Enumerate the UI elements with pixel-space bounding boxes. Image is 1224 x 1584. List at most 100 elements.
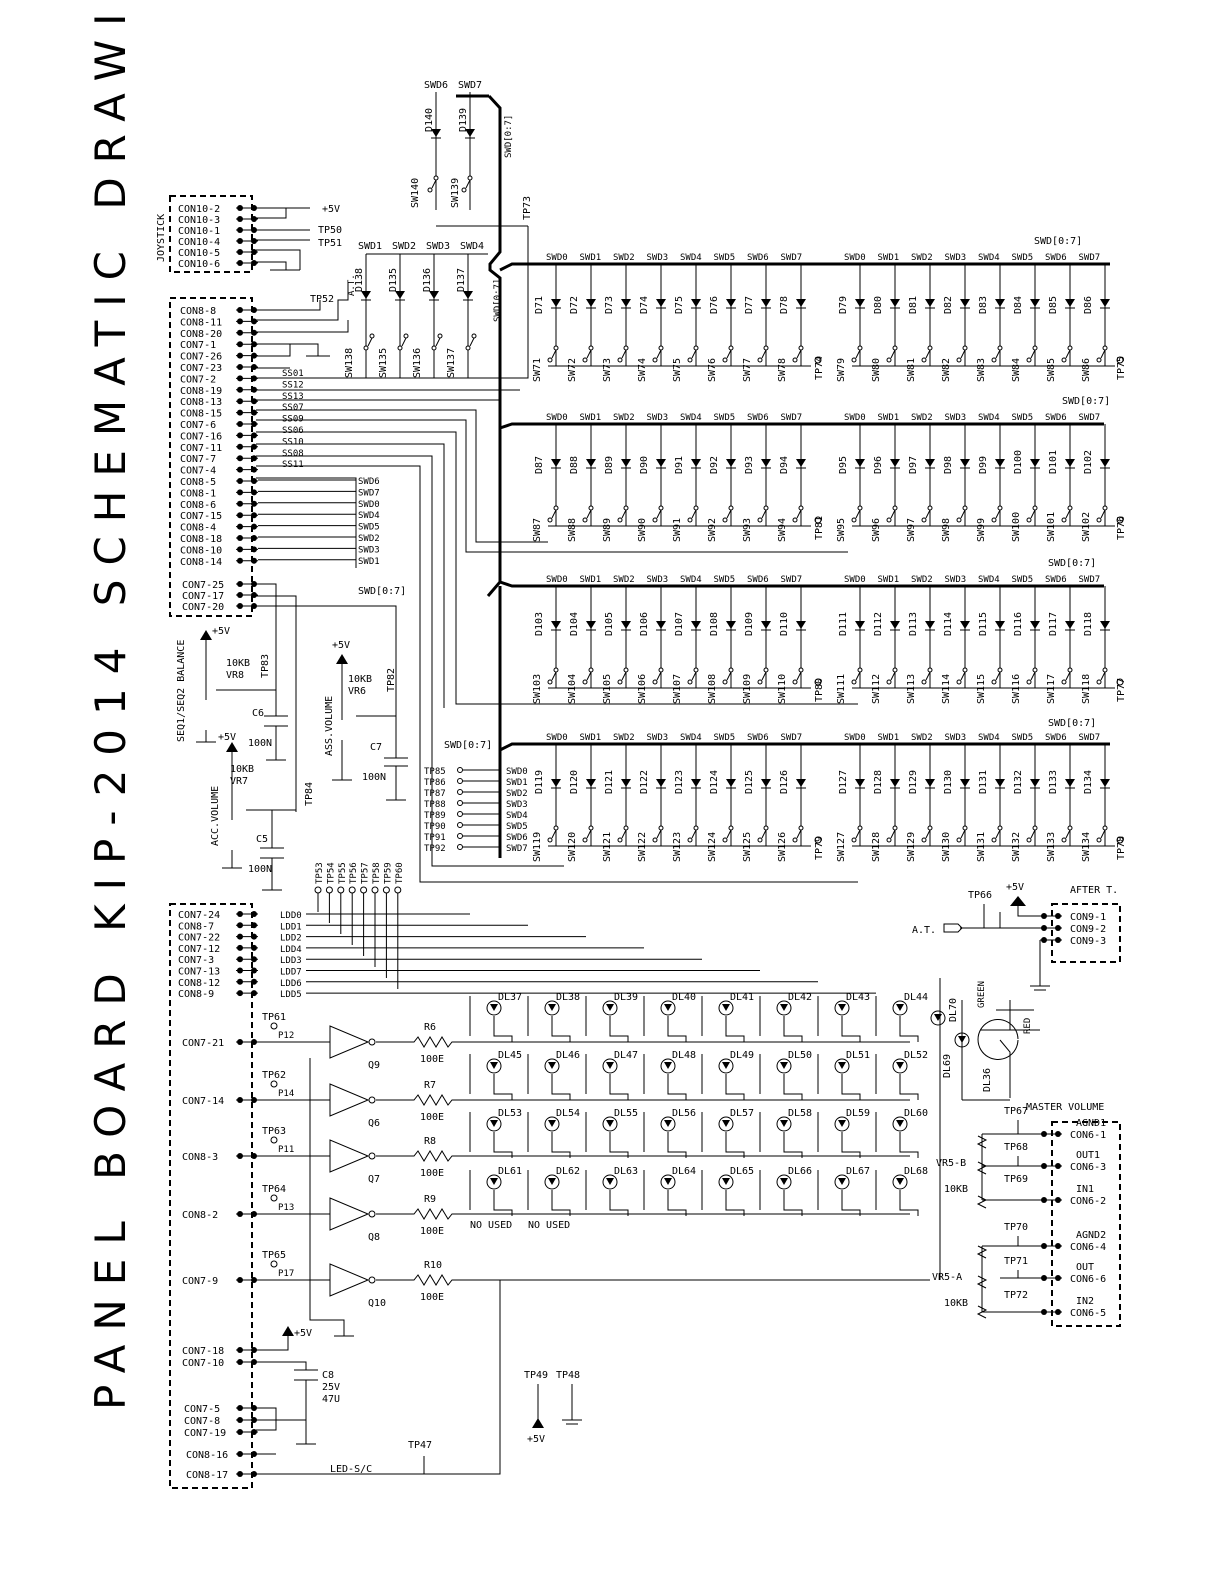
- matrix-switch-label: SW116: [1011, 674, 1022, 704]
- c7-val: 100N: [362, 772, 386, 783]
- led-wiring: [585, 1054, 629, 1100]
- row-swd-header: SWD6: [1045, 733, 1067, 743]
- matrix-diode-label: D71: [534, 296, 545, 314]
- matrix-diode-body: [551, 299, 561, 307]
- swd-tp-net-label: SWD5: [506, 822, 528, 832]
- led-body: [892, 1174, 908, 1190]
- led-label: DL45: [498, 1050, 522, 1061]
- matrix-switch-contact-b: [763, 825, 769, 831]
- led-pin-label: CON8-7: [178, 921, 214, 932]
- led-label: DL42: [788, 992, 812, 1003]
- matrix-switch-contact-a: [956, 517, 962, 523]
- left-switch-contact-b: [403, 333, 409, 339]
- main-pin-label: CON7-26: [180, 352, 222, 363]
- matrix-switch-lever: [925, 829, 931, 839]
- matrix-switch-label: SW96: [871, 518, 882, 542]
- after-touch-label: AFTER T.: [1070, 885, 1118, 896]
- matrix-switch-contact-a: [851, 679, 857, 685]
- matrix-switch-contact-b: [728, 825, 734, 831]
- after-touch-connector-box: [1051, 903, 1121, 963]
- ldd-net-label: LDD3: [280, 956, 302, 966]
- driver-q-label: Q6: [368, 1118, 380, 1129]
- swd-test-point-label: TP92: [424, 844, 446, 854]
- driver-r-value: 100E: [420, 1292, 444, 1303]
- main-connector-pins: CON8-8CON8-11CON8-20CON7-1CON7-26CON7-23…: [180, 306, 380, 568]
- matrix-switch-lever: [1030, 829, 1036, 839]
- matrix-switch-contact-b: [962, 505, 968, 511]
- pot-pin-label: CON7-25: [182, 580, 224, 591]
- row-swd-header: SWD5: [1012, 413, 1034, 423]
- plus5v-joystick: +5V: [322, 204, 340, 215]
- led-triangle: [896, 1062, 904, 1069]
- matrix-tp-a-label: TP79: [814, 836, 825, 860]
- driver-p-label: P13: [278, 1203, 294, 1213]
- matrix-switch-contact-b: [892, 825, 898, 831]
- matrix-switch-contact-a: [886, 679, 892, 685]
- matrix-switch-label: SW129: [906, 832, 917, 862]
- matrix-switch-contact-b: [997, 825, 1003, 831]
- matrix-switch-lever: [1100, 509, 1106, 519]
- matrix-switch-label: SW126: [777, 832, 788, 862]
- main-pin-dot: [237, 466, 243, 473]
- matrix-diode-body: [855, 621, 865, 629]
- matrix-switch-label: SW132: [1011, 832, 1022, 862]
- row-swd-header: SWD0: [844, 575, 866, 585]
- matrix-switch-contact-a: [851, 837, 857, 843]
- driver-inverter-bubble: [368, 1210, 376, 1218]
- right-connectors: +5VCON9-1CON9-2CON9-3CON6-1AGND1CON6-3OU…: [200, 626, 1106, 1428]
- row-swd-header: SWD0: [546, 575, 568, 585]
- main-pin-dot2: [251, 341, 257, 348]
- top-switch-label: SW139: [450, 178, 461, 208]
- matrix-switch-label: SW94: [777, 518, 788, 542]
- matrix-switch-lever: [551, 829, 557, 839]
- matrix-diode-body: [855, 299, 865, 307]
- matrix-switch-lever: [1100, 349, 1106, 359]
- matrix-diode-body: [925, 459, 935, 467]
- matrix-switch-contact-a: [792, 517, 798, 523]
- main-pin-label: CON8-4: [180, 523, 216, 534]
- swd-bus-label-r3: SWD[0:7]: [1048, 558, 1096, 569]
- swd-test-point-label: TP85: [424, 767, 446, 777]
- matrix-test-point-b: [1116, 678, 1124, 686]
- driver-tp-label: TP64: [262, 1184, 286, 1195]
- driver-test-point: [270, 1080, 278, 1088]
- matrix-switch-contact-b: [892, 345, 898, 351]
- swd-bus: [456, 94, 1110, 858]
- swd-bus-label-r4: SWD[0:7]: [1048, 718, 1096, 729]
- driver-pin-label: CON7-14: [182, 1096, 224, 1107]
- led-body: [544, 1174, 560, 1190]
- vr5b-val: 10KB: [944, 1184, 968, 1195]
- matrix-diode-label: D99: [978, 456, 989, 474]
- led-label: DL62: [556, 1166, 580, 1177]
- main-pin-dot: [237, 546, 243, 553]
- matrix-diode-body: [691, 299, 701, 307]
- vr8-label: VR8: [226, 670, 244, 681]
- led-wiring: [759, 1112, 803, 1158]
- matrix-diode-body: [890, 299, 900, 307]
- driver-p-label: P11: [278, 1145, 294, 1155]
- master-volume-signal-label: OUT: [1076, 1262, 1094, 1273]
- matrix-test-point-a: [814, 356, 822, 364]
- top-switch-contact-a: [461, 187, 467, 193]
- led-tp-label: TP55: [338, 862, 348, 884]
- matrix-diode-label: D104: [569, 612, 580, 636]
- tp84-label: TP84: [304, 782, 315, 806]
- tp69-label: TP69: [1004, 1174, 1028, 1185]
- pot-pin-label: CON7-20: [182, 602, 224, 613]
- matrix-switch-label: SW124: [707, 832, 718, 862]
- driver-test-point: [270, 1260, 278, 1268]
- led-pin-dot: [237, 967, 243, 974]
- matrix-switch-contact-b: [588, 667, 594, 673]
- bottom-pin-dot2: [251, 1405, 257, 1411]
- matrix-switch-contact-b: [857, 505, 863, 511]
- matrix-switch-lever: [796, 349, 802, 359]
- master-volume-pin-label: CON6-5: [1070, 1308, 1106, 1319]
- main-pin-dot2: [251, 500, 257, 507]
- led-wiring: [817, 1170, 861, 1216]
- matrix-switch-label: SW86: [1081, 358, 1092, 382]
- matrix-switch-lever: [551, 509, 557, 519]
- master-volume-signal-label: IN1: [1076, 1184, 1094, 1195]
- master-volume-signal-label: AGND2: [1076, 1230, 1106, 1241]
- matrix-switch-contact-b: [798, 667, 804, 673]
- main-pin-dot2: [251, 557, 257, 564]
